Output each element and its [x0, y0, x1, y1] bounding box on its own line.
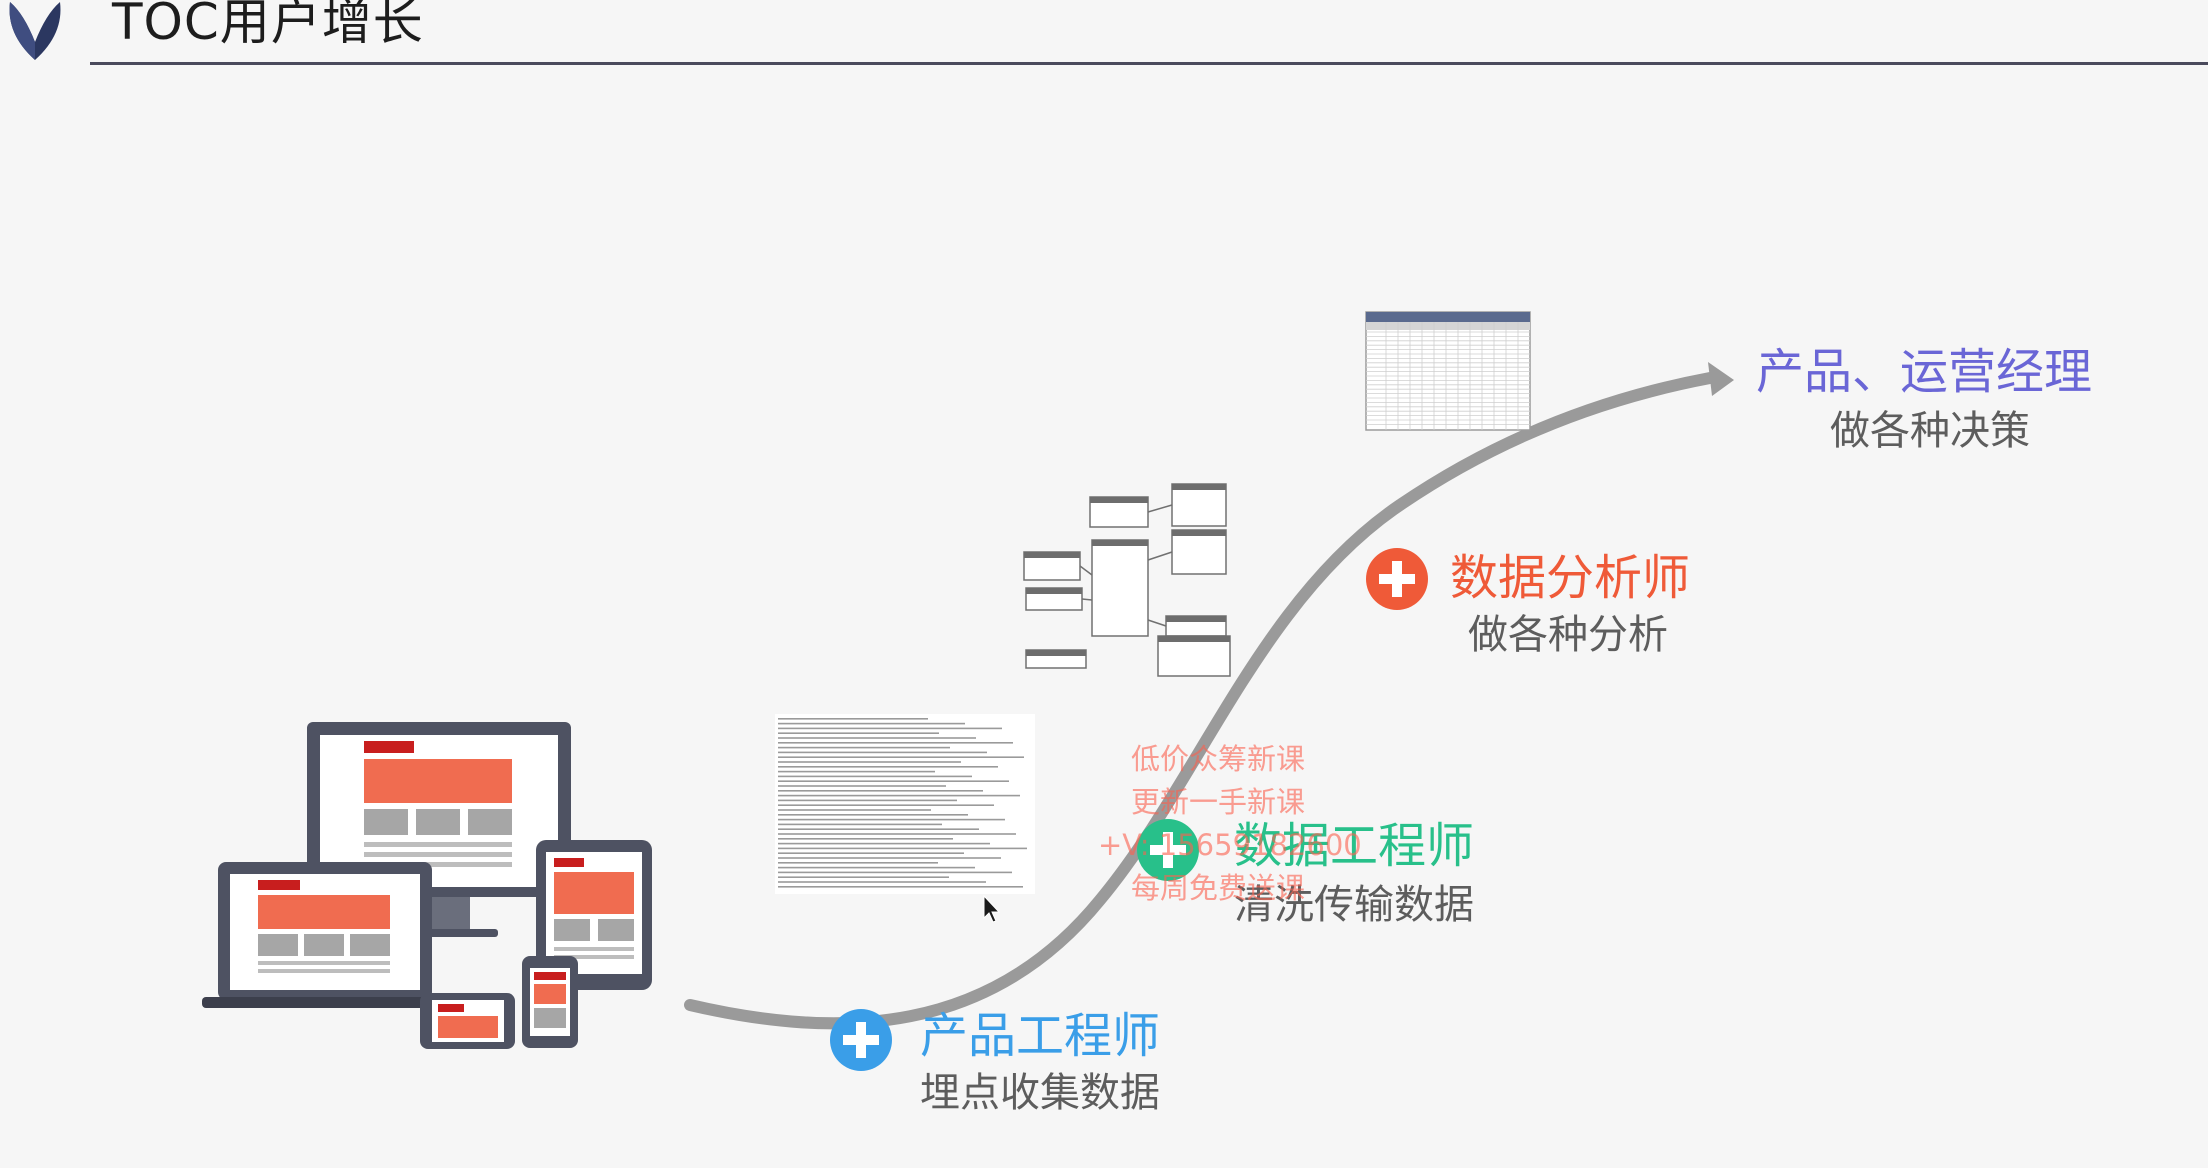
log-line: [778, 842, 990, 845]
log-line: [778, 737, 976, 739]
role-product-engineer-desc: 埋点收集数据: [920, 1070, 1160, 1116]
log-line: [778, 847, 1027, 850]
log-line: [778, 746, 950, 749]
log-line: [778, 794, 1020, 797]
log-line: [778, 766, 998, 768]
log-line: [778, 852, 964, 854]
database-schema-thumbnail: [1023, 483, 1231, 677]
schema-headers: [1024, 484, 1230, 656]
log-line: [778, 866, 975, 869]
role-product-manager-desc: 做各种决策: [1830, 408, 2030, 454]
log-line: [778, 756, 1024, 758]
log-line: [778, 857, 1001, 859]
log-line: [778, 862, 938, 864]
watermark-line: 更新一手新课: [1130, 785, 1305, 819]
watermark-overlay: 低价众筹新课 更新一手新课 +V: 15659182600 每周免费送课: [1098, 738, 1362, 910]
log-line: [778, 780, 1009, 782]
log-line: [778, 732, 939, 734]
log-line: [778, 785, 946, 787]
log-line: [778, 751, 987, 754]
log-line: [778, 838, 953, 840]
log-line: [778, 799, 957, 802]
log-line: [778, 727, 1002, 730]
role-product-engineer-title: 产品工程师: [920, 1008, 1161, 1064]
page-title: TOC用户增长: [112, 0, 424, 51]
log-line: [778, 790, 983, 792]
analyst-plus-icon: [1366, 548, 1428, 610]
log-line: [778, 876, 949, 878]
log-line: [778, 814, 968, 816]
data-engineer-plus-icon: [1137, 819, 1199, 881]
role-product-manager-title: 产品、运营经理: [1756, 344, 2093, 400]
log-line: [778, 881, 986, 883]
log-line: [778, 722, 965, 725]
role-data-engineer-desc: 清洗传输数据: [1234, 882, 1474, 928]
growth-curve: [684, 372, 1716, 1030]
cursor-icon: [983, 894, 1001, 923]
product-engineer-plus-icon: [830, 1009, 892, 1071]
log-line: [778, 823, 942, 826]
role-analyst-title: 数据分析师: [1450, 550, 1691, 606]
watermark-line: +V: 15659182600: [1098, 828, 1362, 862]
log-line: [778, 833, 1016, 835]
log-line: [778, 828, 979, 830]
log-line: [778, 770, 935, 773]
log-line: [778, 818, 1005, 821]
log-line: [778, 871, 1012, 874]
log-line: [778, 742, 1013, 744]
watermark-line: 每周免费送课: [1130, 871, 1305, 905]
log-line: [778, 804, 994, 806]
curve-arrow-head: [1708, 362, 1734, 396]
spreadsheet-thumbnail: [1365, 311, 1531, 431]
brand-logo: [9, 2, 61, 60]
log-line: [778, 761, 961, 763]
role-analyst-desc: 做各种分析: [1468, 612, 1668, 658]
role-data-engineer-title: 数据工程师: [1234, 818, 1475, 874]
log-line: [778, 886, 1023, 888]
header-divider: [90, 62, 2208, 65]
raw-log-thumbnail: [775, 714, 1035, 894]
log-line: [778, 809, 931, 811]
log-line: [778, 718, 928, 720]
log-line: [778, 775, 972, 778]
devices-illustration: [202, 722, 652, 1049]
watermark-line: 低价众筹新课: [1130, 742, 1305, 776]
